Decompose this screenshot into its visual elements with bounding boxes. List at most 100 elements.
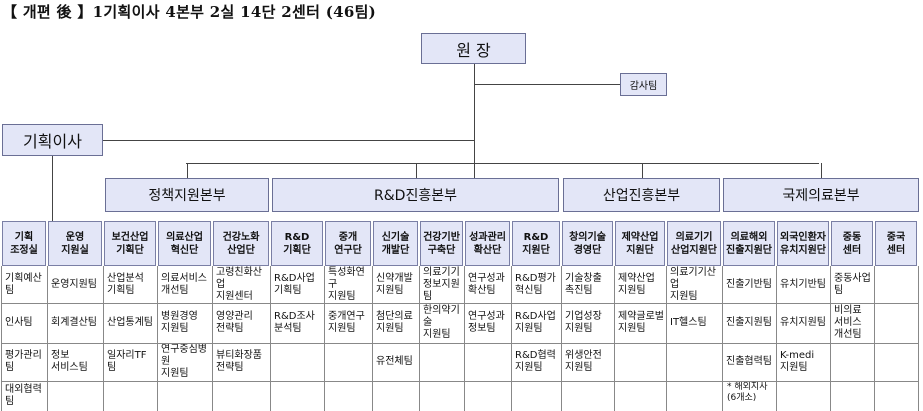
team-label: R&D협력 지원팀 (515, 350, 556, 373)
team-label: 인사팀 (5, 317, 33, 328)
department-box-9: 건강기반 구축단 (420, 221, 463, 266)
team-label: 의료기기 정보지원팀 (423, 266, 460, 302)
team-label: 연구성과 정보팀 (468, 311, 505, 334)
team-label: 중개연구 지원팀 (328, 311, 365, 334)
team-label: 유전체팀 (376, 356, 413, 367)
division-drop-3 (641, 163, 643, 178)
department-box-16: 외국인환자 유치지원단 (777, 221, 829, 266)
team-label: IT헬스팀 (670, 317, 707, 328)
team-label: 연구성과 확산팀 (468, 272, 505, 296)
division-box-2: R&D진흥본부 (272, 178, 559, 212)
grid-col-line-5 (212, 266, 213, 411)
division-box-1: 정책지원본부 (105, 178, 269, 212)
grid-col-line-15 (722, 266, 723, 411)
department-box-15: 의료해외 진출지원단 (723, 221, 775, 266)
team-label: R&D사업 지원팀 (515, 311, 556, 334)
team-label: 산업통계팀 (107, 317, 153, 328)
grid-col-line-3 (103, 266, 104, 411)
department-box-8: 신기술 개발단 (373, 221, 418, 266)
team-label: 뷰티화장품 전략팀 (216, 350, 262, 373)
department-box-17: 중동 센터 (831, 221, 873, 266)
team-label: K-medi 지원팀 (780, 350, 815, 373)
division-drop-4 (821, 163, 822, 178)
department-box-10: 성과관리 확산단 (465, 221, 510, 266)
department-box-1: 기획 조정실 (2, 221, 46, 266)
team-label: 진출지원팀 (726, 317, 772, 328)
division-box-4: 국제의료본부 (723, 178, 919, 212)
team-label: 대외협력팀 (5, 384, 42, 407)
department-box-14: 의료기기 산업지원단 (667, 221, 721, 266)
team-label: 의료기기산업 지원팀 (670, 266, 716, 302)
team-label: 평가관리팀 (5, 350, 42, 373)
department-box-11: R&D 지원단 (512, 221, 560, 266)
chart-title: 【 개편 後 】1기획이사 4본부 2실 14단 2센터 (46팀) (2, 3, 377, 21)
grid-col-line-4 (157, 266, 158, 411)
grid-col-line-13 (614, 266, 615, 411)
team-label: 병원경영 지원팀 (161, 311, 198, 334)
grid-col-line-12 (561, 266, 562, 411)
team-label: R&D평가 혁신팀 (515, 272, 556, 296)
team-label: 고령친화산업 지원센터 (216, 266, 262, 302)
department-box-7: 중개 연구단 (325, 221, 371, 266)
grid-col-line-6 (270, 266, 271, 411)
division-bar (186, 163, 819, 164)
overseas-branch-note: * 해외지사 (6개소) (727, 382, 768, 403)
grid-col-line-19 (918, 266, 919, 411)
team-label: 비의료 서비스 개선팀 (834, 305, 862, 340)
department-box-6: R&D 기획단 (271, 221, 323, 266)
grid-col-line-14 (666, 266, 667, 411)
team-label: 회계결산팀 (51, 317, 97, 328)
grid-col-line-9 (419, 266, 420, 411)
department-box-2: 운영 지원실 (48, 221, 102, 266)
division-drop-1 (187, 163, 188, 178)
team-label: R&D사업 기획팀 (274, 272, 315, 296)
director-box: 원 장 (421, 33, 526, 64)
team-label: 진출협력팀 (726, 356, 772, 367)
department-box-12: 창의기술 경영단 (562, 221, 613, 266)
grid-col-line-8 (372, 266, 373, 411)
grid-col-line-17 (830, 266, 831, 411)
team-label: 첨단의료 지원팀 (376, 311, 413, 334)
team-label: 위생안전 지원팀 (565, 350, 602, 373)
audit-connector (474, 84, 620, 85)
grid-col-line-7 (324, 266, 325, 411)
team-label: 중동사업팀 (834, 272, 871, 296)
grid-col-line-16 (776, 266, 777, 411)
team-label: 영양관리 전략팀 (216, 311, 253, 334)
director-stem (474, 64, 475, 179)
team-label: 제약산업 지원팀 (618, 272, 655, 296)
audit-box: 감사팀 (620, 73, 667, 96)
grid-col-line-1 (1, 266, 2, 411)
team-label: 정보 서비스팀 (51, 350, 88, 373)
team-label: 의료서비스 개선팀 (161, 272, 207, 296)
team-label: 유치기반팀 (780, 278, 826, 290)
department-box-5: 건강노화 산업단 (213, 221, 269, 266)
team-label: 기획예산팀 (5, 272, 42, 296)
team-label: R&D조사 분석팀 (274, 311, 315, 334)
team-label: 특성화연구 지원팀 (328, 266, 365, 302)
team-label: 진출기반팀 (726, 278, 772, 290)
team-label: 산업분석 기획팀 (107, 272, 144, 296)
team-label: 한의약기술 지원팀 (423, 305, 460, 340)
division-box-3: 산업진흥본부 (563, 178, 720, 212)
grid-col-line-2 (47, 266, 48, 411)
planning-stem (52, 156, 53, 221)
department-box-4: 의료산업 혁신단 (158, 221, 211, 266)
planning-director-box: 기획이사 (2, 124, 103, 156)
team-label: 신약개발 지원팀 (376, 272, 413, 296)
planning-connector (103, 140, 474, 141)
grid-row-line-3 (2, 381, 919, 382)
grid-col-line-10 (464, 266, 465, 411)
team-label: 기업성장 지원팀 (565, 311, 602, 334)
team-label: 연구중심병원 지원팀 (161, 344, 207, 379)
team-label: 일자리TF팀 (107, 350, 147, 373)
department-box-3: 보건산업 기획단 (104, 221, 156, 266)
team-label: 유치지원팀 (780, 317, 826, 328)
grid-col-line-11 (511, 266, 512, 411)
team-label: 제약글로벌 지원팀 (618, 311, 664, 334)
grid-row-line-2 (2, 343, 919, 344)
department-box-18: 중국 센터 (875, 221, 917, 266)
division-drop-2 (415, 163, 417, 178)
department-box-13: 제약산업 지원단 (615, 221, 665, 266)
